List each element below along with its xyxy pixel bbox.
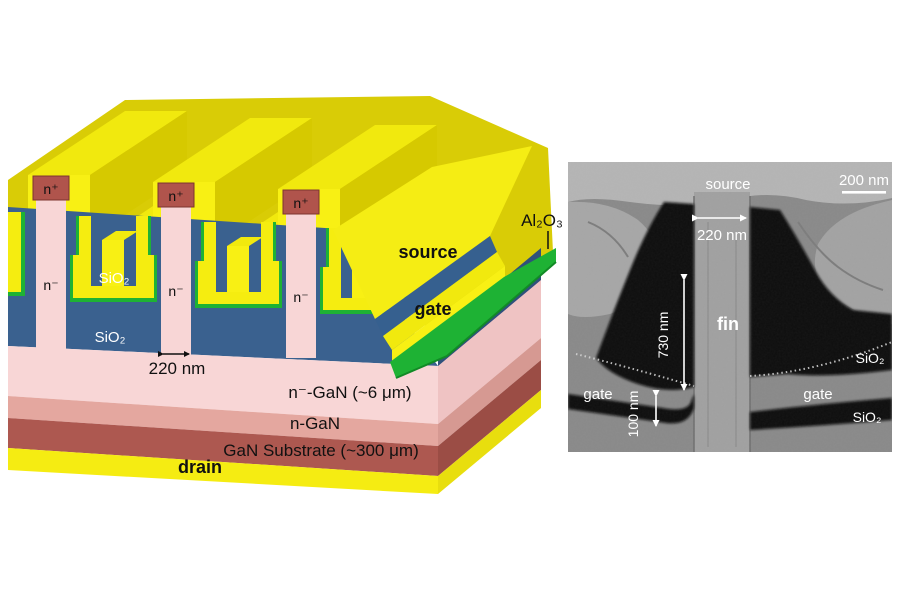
n-minus-gan-layer: [8, 346, 438, 424]
sem-label-gate-right: gate: [803, 386, 832, 403]
n-minus-fins: [36, 198, 316, 358]
label-fin-width: 220 nm: [149, 359, 206, 378]
sem-label-sio2-lower: SiO₂: [853, 409, 882, 425]
label-drain: drain: [178, 457, 222, 477]
schematic-3d-panel: n⁺ n⁺ n⁺ n⁻ n⁻ n⁻ SiO₂ SiO₂ source gate …: [8, 96, 563, 494]
sem-label-fin: fin: [717, 314, 739, 334]
gan-substrate-layer: [8, 418, 438, 476]
drain-layer: [8, 448, 438, 494]
sem-label-gate-thickness: 100 nm: [625, 391, 641, 438]
label-source: source: [398, 242, 457, 262]
label-sio2-upper: SiO₂: [99, 270, 130, 287]
label-gate: gate: [414, 299, 451, 319]
label-n-plus-1: n⁺: [43, 181, 58, 197]
sem-label-sio2-upper: SiO₂: [856, 350, 885, 366]
label-n-minus-2: n⁻: [168, 283, 183, 299]
label-n-plus-2: n⁺: [168, 188, 183, 204]
gate-plane-top: [383, 252, 505, 350]
schematic-labels: n⁺ n⁺ n⁺ n⁻ n⁻ n⁻ SiO₂ SiO₂ source gate …: [43, 181, 563, 477]
sem-labels: source 200 nm 220 nm fin 730 nm 100 nm g…: [583, 172, 889, 437]
label-n-minus-1: n⁻: [43, 277, 58, 293]
sem-label-source: source: [705, 176, 750, 193]
sem-label-fin-height: 730 nm: [655, 312, 671, 359]
n-gan-layer: [8, 396, 438, 446]
n-plus-caps: [32, 175, 320, 215]
sem-scale-text: 200 nm: [839, 172, 889, 189]
right-diagonal-planes: [333, 146, 557, 379]
label-sio2-lower: SiO₂: [95, 329, 126, 346]
sem-label-fin-width: 220 nm: [697, 227, 747, 244]
sem-noise-overlay: [568, 162, 892, 452]
label-al2o3: Al₂O₃: [521, 211, 563, 230]
sem-label-gate-left: gate: [583, 386, 612, 403]
sem-scale-bar: [842, 191, 886, 194]
label-n-gan: n-GaN: [290, 414, 340, 433]
source-plane: [333, 146, 532, 319]
label-n-minus-gan: n⁻-GaN (~6 μm): [288, 383, 411, 402]
sio2-step: [375, 236, 497, 336]
al2o3-plane: [390, 248, 556, 378]
front-substrate-stack: [8, 346, 438, 494]
gate-plane-front: [392, 266, 505, 363]
label-n-plus-3: n⁺: [293, 195, 308, 211]
label-gan-substrate: GaN Substrate (~300 μm): [223, 441, 418, 460]
label-n-minus-3: n⁻: [293, 289, 308, 305]
sem-micrograph-panel: source 200 nm 220 nm fin 730 nm 100 nm g…: [568, 162, 892, 452]
